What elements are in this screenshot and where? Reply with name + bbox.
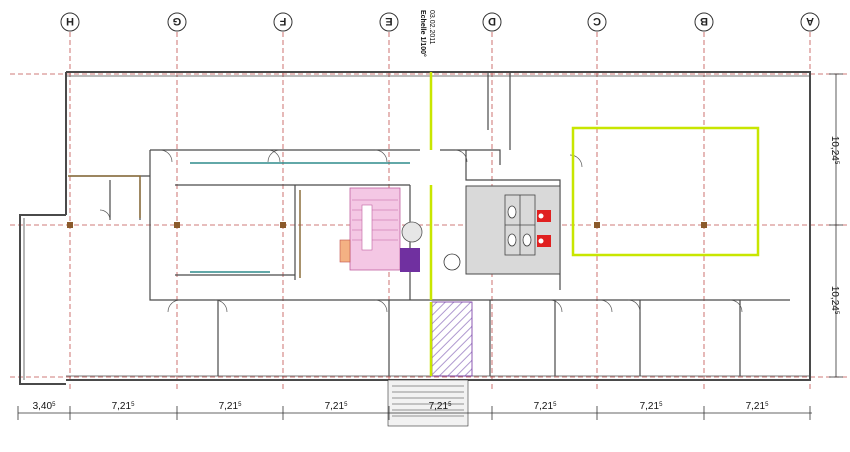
- scale-note: Echelle 1/100° 03.02.2011: [419, 10, 435, 57]
- column-markers: [67, 222, 707, 228]
- brown-partitions: [68, 175, 301, 278]
- scale-text: Echelle 1/100°: [419, 10, 427, 57]
- axis-grid-lines: [10, 32, 848, 392]
- dim-label: 3,405: [33, 401, 56, 412]
- dim-label: 7,215: [112, 401, 135, 412]
- dim-label: 7,215: [746, 401, 769, 412]
- teal-partitions: [190, 162, 410, 273]
- axis-label-e: E: [385, 15, 392, 27]
- wc-cubicles: [504, 194, 536, 256]
- staircase-icon: [339, 187, 401, 271]
- axis-label-g: G: [173, 15, 182, 27]
- sanitary-block: [465, 185, 561, 275]
- dim-label: 7,215: [534, 401, 557, 412]
- axis-label-d: D: [488, 15, 496, 27]
- axis-label-h: H: [66, 15, 74, 27]
- dim-label: 7,215: [219, 401, 242, 412]
- axis-label-f: F: [279, 15, 286, 27]
- right-dimension-labels: 10,245 10,245: [829, 136, 840, 315]
- fire-extinguisher-icon: [537, 210, 551, 247]
- highlight-zone: [429, 72, 760, 376]
- dim-label: 10,245: [829, 136, 840, 165]
- bottom-dimension-labels: 3,405 7,215 7,215 7,215 7,215 7,215 7,21…: [33, 401, 769, 412]
- axis-label-a: A: [806, 15, 814, 27]
- dim-label: 10,245: [829, 286, 840, 315]
- elevator-icon: [400, 221, 461, 272]
- dim-label: 7,215: [429, 401, 452, 412]
- door-swing-icon: [99, 149, 743, 313]
- axis-label-b: B: [700, 15, 708, 27]
- dim-label: 7,215: [640, 401, 663, 412]
- right-dimension-line: [829, 73, 843, 378]
- date-text: 03.02.2011: [428, 10, 435, 45]
- exterior-stair: [387, 379, 469, 427]
- hatched-zone: [431, 301, 473, 377]
- bottom-dimension-line: [17, 406, 812, 420]
- axis-label-c: C: [593, 15, 601, 27]
- axis-bubbles: [60, 12, 820, 32]
- dim-label: 7,215: [325, 401, 348, 412]
- axis-labels: H G F E D C B A: [66, 15, 814, 27]
